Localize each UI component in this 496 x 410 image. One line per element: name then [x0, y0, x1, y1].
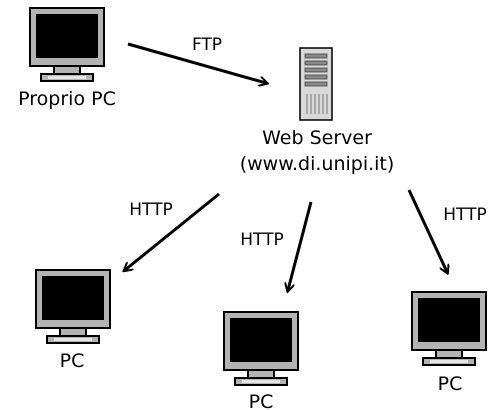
http-edge-center: HTTP	[240, 201, 313, 290]
client-monitor-icon	[411, 291, 487, 366]
source-pc-label: Proprio PC	[18, 88, 116, 110]
web-server-node: Web Server (www.di.unipi.it)	[240, 47, 395, 175]
web-server-address: (www.di.unipi.it)	[240, 153, 395, 175]
server-tower-icon	[299, 47, 333, 121]
client-pc-label-right: PC	[438, 373, 463, 395]
http-edge-left: HTTP	[125, 192, 220, 270]
client-monitor-icon	[35, 269, 111, 344]
client-pc-node-left: PC	[35, 269, 111, 372]
http-label-right: HTTP	[443, 205, 487, 225]
ftp-label: FTP	[192, 35, 222, 55]
source-pc-node: Proprio PC	[18, 7, 116, 110]
client-pc-label-center: PC	[249, 391, 274, 410]
ftp-arrow	[127, 42, 266, 83]
http-arrow-left	[125, 192, 220, 270]
http-edge-right: HTTP	[407, 189, 487, 272]
http-label-center: HTTP	[240, 230, 284, 250]
source-monitor-icon	[29, 7, 105, 82]
http-arrow-center	[288, 201, 313, 290]
client-pc-node-right: PC	[411, 291, 487, 395]
web-server-label: Web Server	[262, 127, 372, 149]
ftp-edge: FTP	[127, 35, 266, 83]
client-monitor-icon	[223, 311, 299, 386]
client-pc-label-left: PC	[60, 350, 85, 372]
client-pc-node-center: PC	[223, 311, 299, 410]
http-label-left: HTTP	[129, 200, 173, 220]
http-arrow-right	[407, 189, 447, 272]
